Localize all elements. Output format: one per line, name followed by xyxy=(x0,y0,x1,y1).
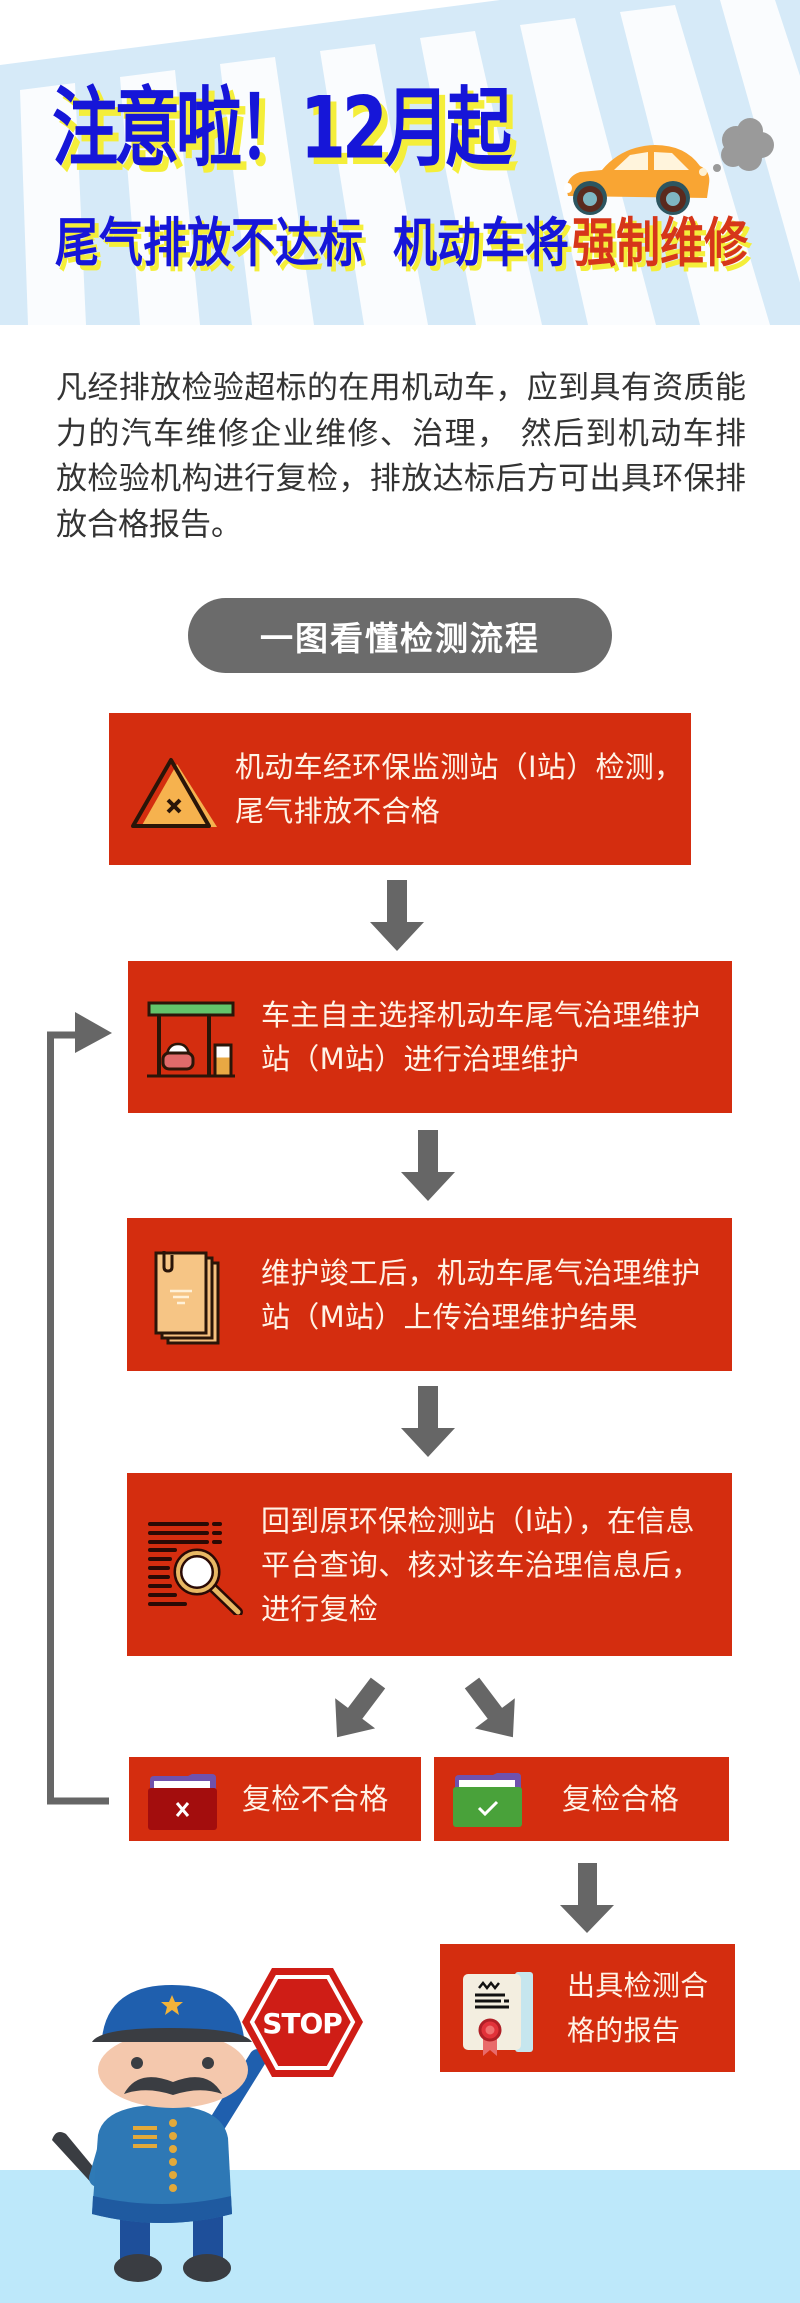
intro-line: 放检验机构进行复检，排放达标后方可出具环保排 xyxy=(56,461,746,497)
arrow-right-icon xyxy=(75,1012,112,1053)
page-title: 注意啦！12月起 xyxy=(52,78,512,179)
outcome-fail-label: 复检不合格 xyxy=(242,1757,389,1841)
step-text-line: 站（M站）进行治理维护 xyxy=(261,1042,580,1076)
intro-line: 凡经排放检验超标的在用机动车，应到具有资质能 xyxy=(56,370,746,406)
stop-sign-text: STOP xyxy=(262,2007,342,2040)
flow-step-text: 回到原环保检测站（I站），在信息 平台查询、核对该车治理信息后， 进行复检 xyxy=(261,1473,701,1656)
exhaust-smoke-icon xyxy=(713,118,774,172)
stop-sign-icon: STOP xyxy=(242,1968,363,2077)
step-text-line: 站（M站）上传治理维护结果 xyxy=(261,1299,638,1334)
intro-line: 力的汽车维修企业维修、治理， 然后到机动车排 xyxy=(56,415,746,452)
final-report-box: 出具检测合 格的报告 xyxy=(440,1944,735,2072)
flow-step-1: 机动车经环保监测站（I站）检测， 尾气排放不合格 xyxy=(109,713,691,865)
section-heading-pill: 一图看懂检测流程 xyxy=(188,598,612,673)
arrow-down-right-icon xyxy=(464,1677,515,1738)
final-text-line: 出具检测合 xyxy=(567,1969,709,2002)
outcome-pass-text: 复检合格 xyxy=(562,1782,680,1816)
folder-check-icon xyxy=(453,1773,522,1827)
final-report-text: 出具检测合 格的报告 xyxy=(567,1944,709,2072)
flow-step-text: 车主自主选择机动车尾气治理维护 站（M站）进行治理维护 xyxy=(261,961,701,1113)
documents-icon xyxy=(154,1251,220,1345)
arrow-down-left-icon xyxy=(335,1677,386,1738)
mustache xyxy=(124,2077,222,2095)
flow-step-text: 维护竣工后，机动车尾气治理维护 站（M站）上传治理维护结果 xyxy=(261,1218,701,1371)
final-text-line: 格的报告 xyxy=(567,2014,681,2047)
search-document-icon xyxy=(148,1522,243,1615)
outcome-pass-box: 复检合格 xyxy=(434,1757,729,1841)
outcome-fail-text: 复检不合格 xyxy=(242,1782,389,1816)
subtitle-part2: 机动车将 xyxy=(393,213,569,275)
step-text-line: 机动车经环保监测站（I站）检测， xyxy=(235,750,684,784)
intro-line: 放合格报告。 xyxy=(56,506,242,543)
warning-triangle-icon xyxy=(131,758,217,828)
step-text-line: 维护竣工后，机动车尾气治理维护 xyxy=(261,1255,701,1290)
arrow-down-icon xyxy=(370,880,424,951)
arrow-down-icon xyxy=(401,1130,455,1201)
subtitle-highlight: 强制维修 xyxy=(572,213,748,275)
flow-step-2: 车主自主选择机动车尾气治理维护 站（M站）进行治理维护 xyxy=(128,961,732,1113)
subtitle-part1: 尾气排放不达标 xyxy=(55,213,363,275)
arrow-down-icon xyxy=(560,1863,614,1933)
arrow-down-icon xyxy=(401,1386,455,1457)
service-station-icon xyxy=(147,1001,235,1078)
outcome-pass-label: 复检合格 xyxy=(562,1757,679,1841)
intro-paragraph: 凡经排放检验超标的在用机动车，应到具有资质能 力的汽车维修企业维修、治理， 然后… xyxy=(56,366,746,548)
outcome-fail-box: 复检不合格 xyxy=(129,1757,421,1841)
step-text-line: 平台查询、核对该车治理信息后， xyxy=(261,1547,701,1582)
star-icon xyxy=(161,1995,183,2015)
step-text-line: 回到原环保检测站（I站），在信息 xyxy=(261,1503,695,1538)
section-heading-label: 一图看懂检测流程 xyxy=(260,618,540,658)
flow-step-3: 维护竣工后，机动车尾气治理维护 站（M站）上传治理维护结果 xyxy=(127,1218,732,1371)
certificate-icon xyxy=(463,1972,533,2056)
step-text-line: 进行复检 xyxy=(261,1591,379,1626)
flow-step-4: 回到原环保检测站（I站），在信息 平台查询、核对该车治理信息后， 进行复检 xyxy=(127,1473,732,1656)
flow-step-text: 机动车经环保监测站（I站）检测， 尾气排放不合格 xyxy=(235,713,683,865)
car-icon xyxy=(564,118,774,215)
retry-loop-connector xyxy=(47,1012,112,1805)
step-text-line: 尾气排放不合格 xyxy=(235,794,441,828)
policeman-illustration: STOP xyxy=(52,1968,363,2282)
step-text-line: 车主自主选择机动车尾气治理维护 xyxy=(261,998,701,1032)
folder-x-icon xyxy=(148,1774,217,1830)
